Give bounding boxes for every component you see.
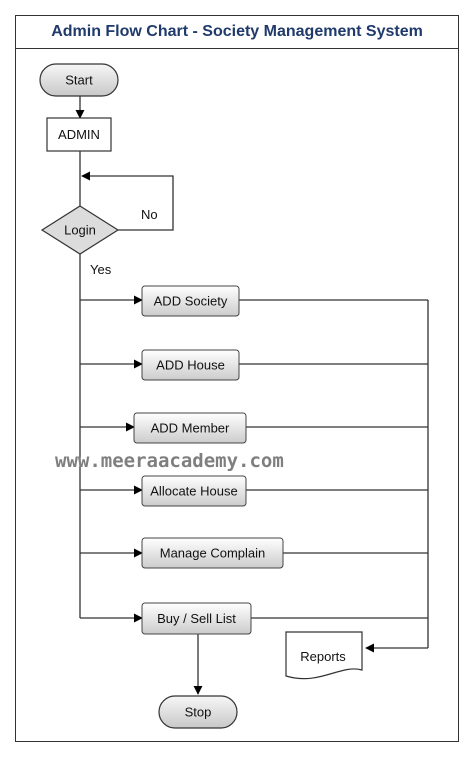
node-add-member: ADD Member (133, 412, 247, 444)
node-allocate-house-label: Allocate House (150, 484, 237, 499)
edge-yes-label: Yes (90, 262, 112, 277)
node-reports-label: Reports (300, 649, 346, 664)
connectors (75, 96, 429, 695)
edge-no-label: No (141, 207, 158, 222)
node-add-society-label: ADD Society (154, 294, 228, 309)
node-admin-label: ADMIN (58, 127, 100, 142)
node-start: Start (39, 63, 119, 97)
node-admin: ADMIN (46, 117, 112, 152)
node-manage-complain: Manage Complain (141, 537, 284, 569)
title-bar (15, 15, 459, 49)
node-add-house-label: ADD House (156, 358, 225, 373)
node-stop-label: Stop (185, 705, 212, 720)
node-manage-complain-label: Manage Complain (160, 546, 266, 561)
node-add-member-label: ADD Member (151, 421, 230, 436)
edge-login-no-loop (81, 171, 174, 231)
node-login: Login (40, 205, 120, 255)
node-buy-sell: Buy / Sell List (141, 602, 252, 635)
node-reports: Reports (285, 631, 363, 680)
node-add-house: ADD House (141, 349, 240, 381)
node-buy-sell-label: Buy / Sell List (157, 611, 236, 626)
node-allocate-house: Allocate House (141, 475, 247, 507)
node-login-label: Login (64, 223, 96, 238)
watermark: www.meeraacademy.com (55, 450, 284, 472)
node-add-society: ADD Society (141, 285, 240, 317)
diagram-title: Admin Flow Chart - Society Management Sy… (51, 23, 423, 40)
node-stop: Stop (158, 695, 238, 729)
node-start-label: Start (65, 73, 93, 88)
